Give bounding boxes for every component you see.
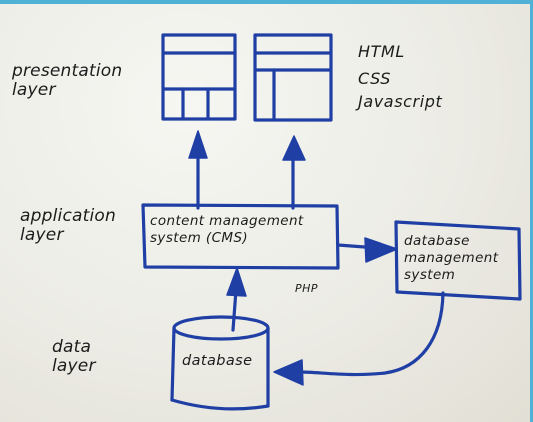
page-mockup-left <box>161 33 237 121</box>
cms-label: content management system (CMS) <box>150 213 304 246</box>
application-layer-label: application layer <box>20 206 116 246</box>
arrowhead-database <box>273 359 304 386</box>
database-cylinder <box>170 315 270 411</box>
page-mockup-right <box>253 33 333 122</box>
presentation-layer-label: presentation layer <box>12 61 123 101</box>
html-label: HTML <box>358 42 405 61</box>
arrowhead-dbms <box>364 237 398 263</box>
database-label: database <box>182 353 253 369</box>
javascript-label: Javascript <box>358 92 443 111</box>
css-label: CSS <box>358 69 392 88</box>
arrowhead-page-right <box>282 135 306 161</box>
dbms-box <box>394 220 522 301</box>
photo-frame-top <box>0 0 533 4</box>
arrowhead-cms <box>226 267 247 297</box>
data-layer-label: data layer <box>52 337 96 377</box>
arrow-dbms-to-database <box>298 291 445 377</box>
dbms-label: database management system <box>404 233 499 283</box>
php-label: PHP <box>295 282 319 295</box>
arrowhead-page-left <box>188 130 208 159</box>
photo-frame-right <box>530 0 533 422</box>
arrow-database-to-cms <box>231 288 238 332</box>
cms-box <box>141 203 340 270</box>
